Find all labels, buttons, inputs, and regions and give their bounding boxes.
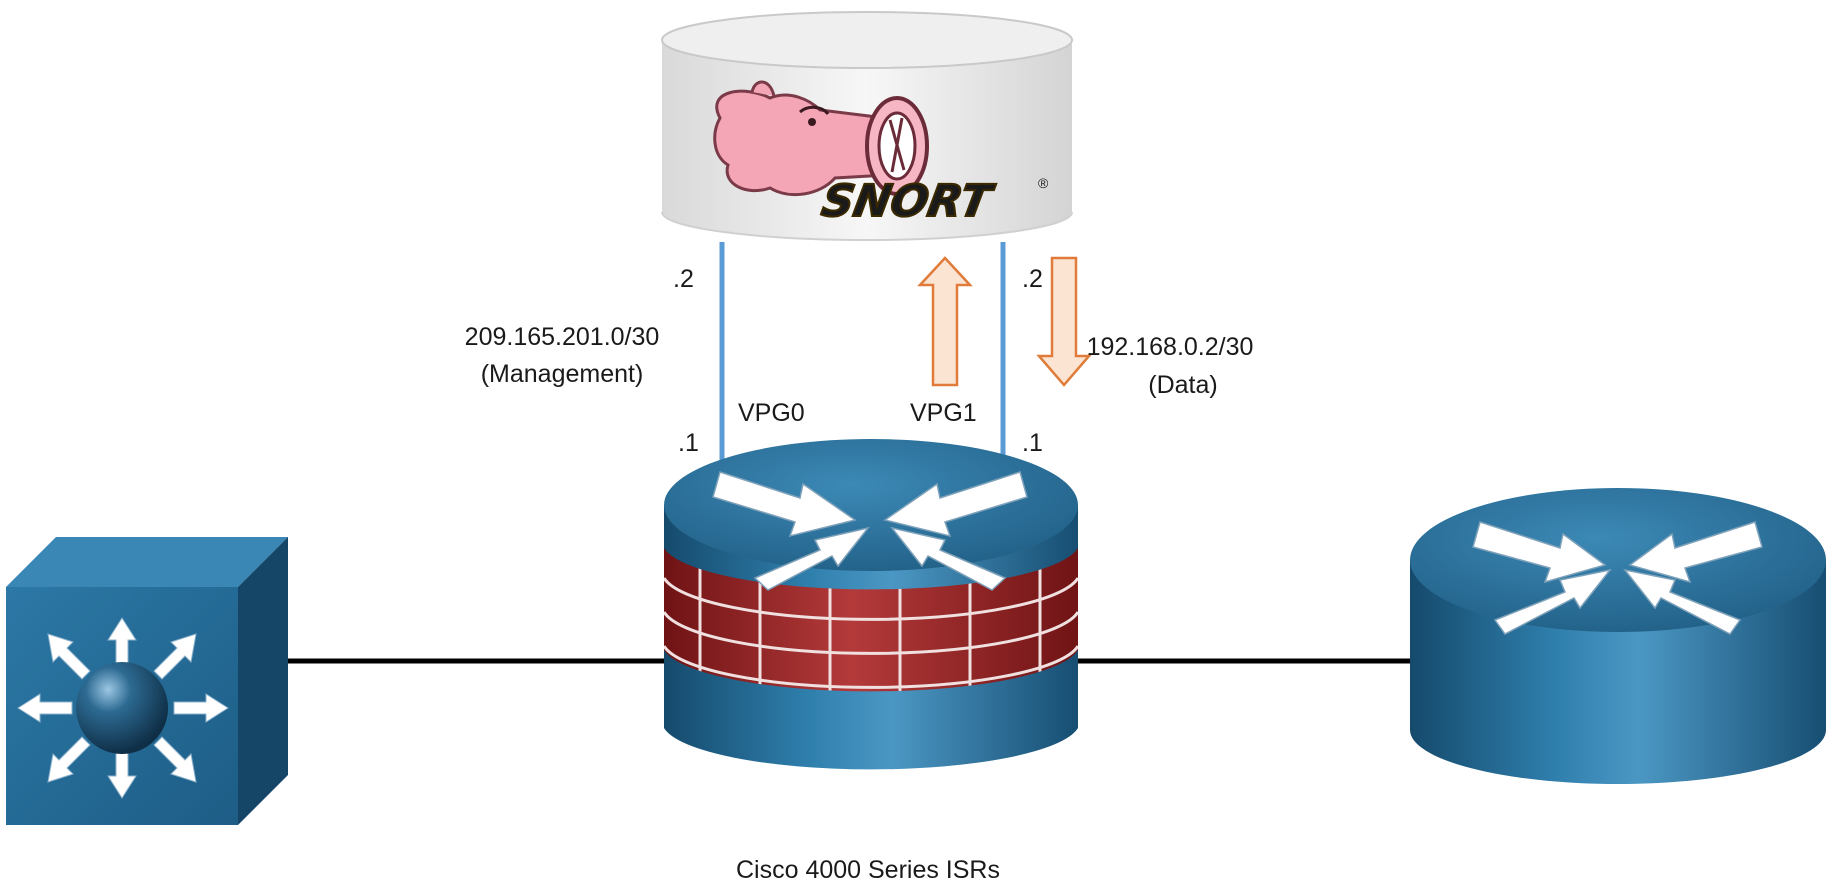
arrow-down-icon xyxy=(1036,256,1092,387)
management-bottom-host: .1 xyxy=(678,429,699,457)
data-purpose: (Data) xyxy=(1148,371,1217,399)
vpg1-label: VPG1 xyxy=(910,399,977,427)
management-top-host: .2 xyxy=(673,265,694,293)
vpg0-label: VPG0 xyxy=(738,399,805,427)
router-icon xyxy=(1410,488,1826,784)
management-subnet: 209.165.201.0/30 xyxy=(465,323,660,351)
data-subnet: 192.168.0.2/30 xyxy=(1087,333,1254,361)
firewall-router-icon xyxy=(664,439,1078,770)
arrow-up-icon xyxy=(917,256,973,387)
snort-pig-logo-icon xyxy=(713,80,929,197)
layer3-switch-icon xyxy=(6,537,288,825)
management-purpose: (Management) xyxy=(481,360,644,388)
snort-ids-server: SNORT ® xyxy=(661,11,1073,241)
data-top-host: .2 xyxy=(1022,265,1043,293)
router-caption: Cisco 4000 Series ISRs xyxy=(736,856,1000,884)
snort-trademark: ® xyxy=(1038,175,1049,191)
data-bottom-host: .1 xyxy=(1022,429,1043,457)
snort-logo-text: SNORT xyxy=(818,176,998,227)
